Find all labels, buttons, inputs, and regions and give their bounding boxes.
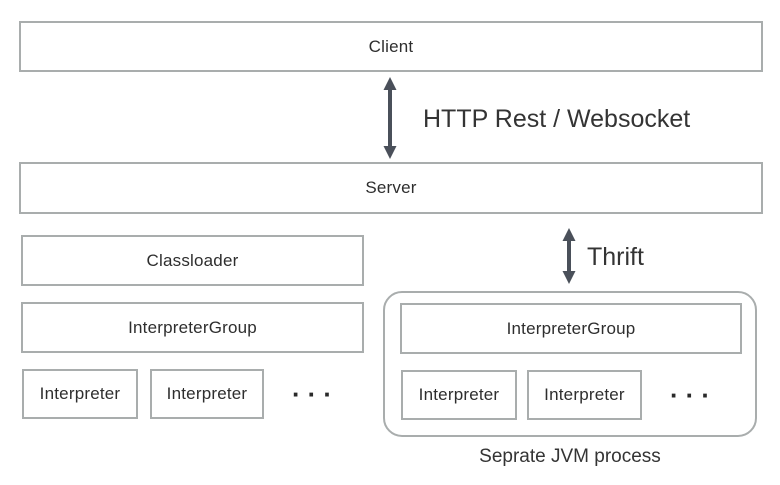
server-box: Server (19, 162, 763, 214)
client-box: Client (19, 21, 763, 72)
interpreter-label: Interpreter (418, 385, 500, 404)
classloader-box: Classloader (21, 235, 364, 286)
interpreter-group-box-right: InterpreterGroup (400, 303, 742, 354)
interpreter-label: Interpreter (39, 384, 121, 403)
server-box-label: Server (365, 178, 417, 197)
thrift-double-arrow-icon (562, 228, 576, 284)
interpreter-group-box-left: InterpreterGroup (21, 302, 364, 353)
thrift-connection-label: Thrift (587, 243, 644, 271)
interpreter-box-left-1: Interpreter (22, 369, 138, 419)
interpreter-label: Interpreter (166, 384, 248, 403)
interpreter-box-left-2: Interpreter (150, 369, 264, 419)
interpreter-group-label-right: InterpreterGroup (506, 318, 636, 338)
interpreter-label: Interpreter (544, 385, 625, 404)
interpreter-box-right-1: Interpreter (401, 370, 517, 420)
client-box-label: Client (368, 36, 414, 56)
ellipsis-right: ··· (670, 379, 717, 410)
ellipsis-left: ··· (292, 378, 339, 409)
classloader-box-label: Classloader (146, 250, 239, 270)
http-connection-label: HTTP Rest / Websocket (423, 105, 691, 133)
interpreter-box-right-2: Interpreter (527, 370, 642, 420)
http-double-arrow-icon (383, 77, 397, 159)
interpreter-group-label-left: InterpreterGroup (128, 317, 257, 337)
separate-jvm-caption: Seprate JVM process (479, 446, 661, 467)
